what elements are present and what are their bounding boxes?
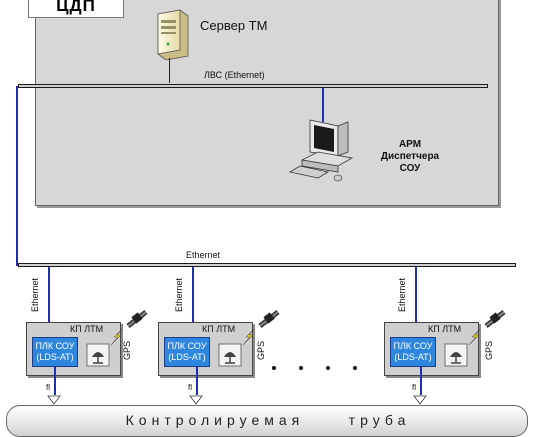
lightning-icon — [242, 328, 255, 346]
ellipsis-dot — [272, 366, 276, 370]
lan-bus — [18, 84, 488, 88]
sensor-arrow-icon — [189, 395, 203, 405]
plc-line2-1: (LDS-AT) — [36, 352, 74, 362]
plc-line1-3: ПЛК СОУ — [393, 341, 433, 351]
lightning-icon — [468, 328, 481, 346]
arm-label-line3: СОУ — [399, 163, 421, 174]
ethernet-bus — [18, 263, 516, 267]
kp-link-2 — [192, 267, 194, 341]
server-tower-icon — [157, 9, 189, 60]
arm-link — [322, 88, 324, 122]
control-center-area — [35, 0, 499, 206]
arm-label-line2: Диспетчера — [380, 151, 440, 162]
ellipsis-dot — [326, 366, 330, 370]
ellipsis-dot — [353, 366, 357, 370]
pipe-label: Контролируемая труба — [125, 412, 411, 428]
kp-label-2: КП ЛТМ — [202, 324, 236, 334]
plc-box-3: ПЛК СОУ (LDS-AT) — [390, 337, 436, 367]
plc-box-2: ПЛК СОУ (LDS-AT) — [164, 337, 210, 367]
server-label: Сервер ТМ — [200, 18, 268, 33]
satellite-icon — [126, 310, 148, 328]
kp-label-3: КП ЛТМ — [428, 324, 462, 334]
kp-link-3 — [415, 267, 417, 341]
gps-label-3: GPS — [484, 340, 494, 360]
ellipsis-dot — [299, 366, 303, 370]
gps-label-2: GPS — [256, 340, 266, 360]
ethernet-bus-label: Ethernet — [186, 250, 221, 260]
sensor-label-1: fl — [46, 383, 50, 392]
arm-label-line1: АРМ — [398, 139, 422, 150]
kp-label-1: КП ЛТМ — [70, 324, 104, 334]
sensor-link-2 — [196, 367, 198, 395]
server-link — [169, 58, 170, 83]
gps-antenna-icon — [218, 343, 242, 367]
sensor-label-3: fl — [412, 383, 416, 392]
lan-to-ethernet-link — [16, 86, 18, 266]
gps-antenna-icon — [86, 343, 110, 367]
plc-line2-2: (LDS-AT) — [168, 352, 206, 362]
plc-line2-3: (LDS-AT) — [394, 352, 432, 362]
lightning-icon — [110, 328, 123, 346]
computer-workstation-icon — [288, 119, 354, 182]
kp-link-1 — [48, 267, 50, 341]
plc-box-1: ПЛК СОУ (LDS-AT) — [32, 337, 78, 367]
kp-ethernet-label-1: Ethernet — [30, 277, 40, 312]
control-center-title: ЦДП — [28, 0, 124, 18]
kp-ethernet-label-2: Ethernet — [174, 277, 184, 312]
satellite-icon — [258, 310, 280, 328]
sensor-arrow-icon — [47, 395, 61, 405]
plc-line1-2: ПЛК СОУ — [167, 341, 207, 351]
kp-ethernet-label-3: Ethernet — [397, 277, 407, 312]
gps-antenna-icon — [444, 343, 468, 367]
plc-line1-1: ПЛК СОУ — [35, 341, 75, 351]
sensor-label-2: fl — [188, 383, 192, 392]
sensor-arrow-icon — [413, 395, 427, 405]
lan-label: ЛВС (Ethernet) — [204, 70, 265, 80]
sensor-link-3 — [420, 367, 422, 395]
sensor-link-1 — [54, 367, 56, 395]
satellite-icon — [484, 310, 506, 328]
gps-label-1: GPS — [122, 340, 132, 360]
